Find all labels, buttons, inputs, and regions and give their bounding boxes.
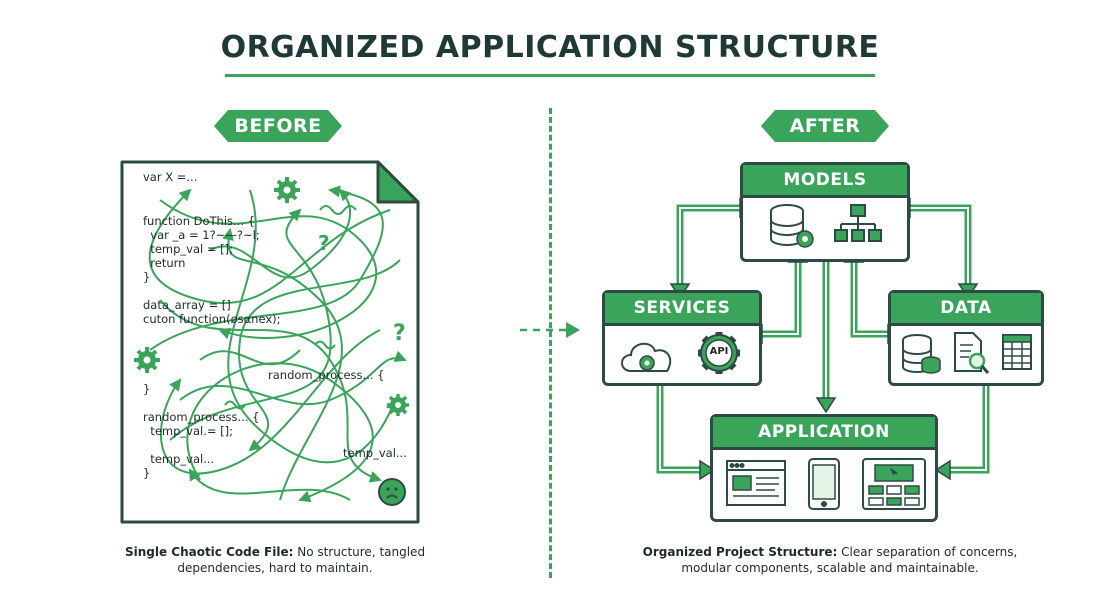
before-ribbon: BEFORE xyxy=(214,110,342,142)
database-stack-icon xyxy=(902,334,941,374)
after-ribbon: AFTER xyxy=(761,110,889,142)
tangled-dependencies xyxy=(148,185,407,503)
center-divider xyxy=(549,108,552,578)
application-header: APPLICATION xyxy=(713,417,935,450)
after-caption-line2: modular components, scalable and maintai… xyxy=(681,561,979,575)
title-underline xyxy=(225,74,875,77)
models-icons xyxy=(770,204,882,248)
mobile-phone-icon xyxy=(808,458,840,510)
browser-window-icon xyxy=(726,460,786,506)
database-gear-icon xyxy=(770,204,814,248)
code-line: cuton function(øsαnex); xyxy=(143,312,281,326)
data-icons xyxy=(902,332,1032,374)
api-gear-icon xyxy=(698,332,740,374)
before-caption: Single Chaotic Code File: No structure, … xyxy=(110,544,440,576)
hierarchy-icon xyxy=(834,204,882,242)
code-line: } xyxy=(143,270,151,284)
code-line: } xyxy=(143,382,151,396)
code-line: } xyxy=(143,466,151,480)
api-label: API xyxy=(709,346,729,357)
before-caption-line2: dependencies, hard to maintain. xyxy=(177,561,373,575)
spreadsheet-icon xyxy=(1002,334,1032,370)
application-box: APPLICATION xyxy=(710,414,938,522)
code-line: random_process... { xyxy=(143,410,260,424)
data-header: DATA xyxy=(891,293,1041,326)
gear-icon xyxy=(274,177,300,203)
after-caption: Organized Project Structure: Clear separ… xyxy=(620,544,1040,576)
code-line: temp_val.= []; xyxy=(143,424,233,438)
frustrated-face-icon xyxy=(378,478,406,506)
page-title: ORGANIZED APPLICATION STRUCTURE xyxy=(220,30,880,65)
code-line: data_array = [] xyxy=(143,298,231,312)
before-caption-text: No structure, tangled xyxy=(293,545,426,559)
code-line: temp_val... xyxy=(343,446,407,460)
code-line: temp_val = []; xyxy=(143,242,233,256)
gear-icon xyxy=(134,347,160,373)
services-header: SERVICES xyxy=(605,293,759,326)
code-line: temp_val... xyxy=(143,452,215,466)
transition-arrow xyxy=(520,322,580,338)
code-line: function DoThis... { xyxy=(143,214,255,228)
document-search-icon xyxy=(954,332,990,374)
after-caption-text: Clear separation of concerns, xyxy=(837,545,1018,559)
data-application-connector xyxy=(950,386,990,474)
chaotic-code-file xyxy=(120,160,420,524)
code-line: var X =... xyxy=(143,170,198,184)
models-box: MODELS xyxy=(740,162,910,262)
question-mark-icon: ? xyxy=(393,321,406,346)
gear-icon xyxy=(387,394,409,416)
data-models-connector xyxy=(850,262,888,338)
before-caption-title: Single Chaotic Code File: xyxy=(124,545,294,559)
models-header: MODELS xyxy=(743,165,907,198)
services-application-connector xyxy=(656,386,700,474)
after-caption-title: Organized Project Structure: xyxy=(642,545,838,559)
models-data-connector xyxy=(910,204,972,284)
services-models-connector xyxy=(762,262,802,338)
services-icons xyxy=(621,332,740,374)
dashboard-window-icon xyxy=(862,458,926,510)
code-line: var _a = 1?~—?~l; xyxy=(143,228,260,242)
code-line: random_process... { xyxy=(268,368,385,382)
data-box: DATA xyxy=(888,290,1044,386)
code-line: return xyxy=(143,256,186,270)
question-mark-icon: ? xyxy=(318,231,330,255)
cloud-gear-icon xyxy=(621,342,672,372)
models-services-connector xyxy=(676,204,740,284)
services-box: SERVICES API xyxy=(602,290,762,386)
architecture-connectors xyxy=(656,204,990,474)
application-icons xyxy=(726,458,926,510)
